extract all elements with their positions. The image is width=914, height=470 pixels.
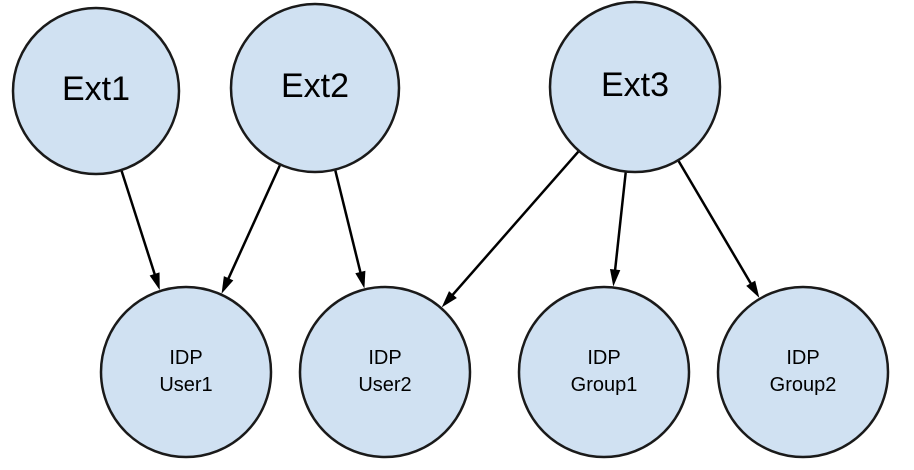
edge-ext3-idp-group1-arrowhead-icon [609,269,621,287]
node-ext3[interactable]: Ext3 [548,0,722,174]
edge-ext3-idp-user2-line [450,150,580,298]
node-ext1[interactable]: Ext1 [11,6,181,176]
node-idp-group2-label-line2: Group2 [770,374,837,396]
edge-ext3-idp-group2-arrowhead-icon [746,280,760,298]
node-ext3-label-line1: Ext3 [601,66,669,104]
node-ext2[interactable]: Ext2 [229,2,401,174]
node-ext2-shape[interactable] [229,2,401,174]
node-ext1-label-line1: Ext1 [62,70,130,108]
edge-ext3-idp-group1-line [613,172,627,273]
node-idp-user1-label-line2: User1 [159,374,212,396]
node-ext1-shape[interactable] [11,6,181,176]
edge-ext3-idp-user2-arrowhead-icon [441,291,457,308]
node-idp-group2-shape[interactable] [716,285,890,459]
edge-ext2-idp-user2 [334,170,366,289]
edge-ext2-idp-user2-line [334,170,363,276]
edge-ext3-idp-group2 [677,160,760,298]
node-idp-group2[interactable]: IDP Group2 [716,285,890,459]
node-idp-user1-shape[interactable] [99,285,273,459]
node-idp-group2-label-line1: IDP [786,347,819,369]
edge-ext1-idp-user1 [120,170,160,291]
edge-ext3-idp-user2 [441,150,580,308]
node-idp-group1-label-line1: IDP [587,347,620,369]
node-idp-group1-shape[interactable] [517,285,691,459]
node-idp-user2-shape[interactable] [298,285,472,459]
edge-ext2-idp-user1 [221,164,281,294]
node-idp-user2-label-line2: User2 [358,374,411,396]
edge-ext1-idp-user1-line [120,170,157,278]
node-idp-group1[interactable]: IDP Group1 [517,285,691,459]
edge-ext2-idp-user1-line [226,164,281,282]
node-idp-group1-label-line2: Group1 [571,374,638,396]
node-ext2-label-line1: Ext2 [281,67,349,105]
node-idp-user2[interactable]: IDP User2 [298,285,472,459]
node-idp-user1-label-line1: IDP [169,347,202,369]
edge-ext3-idp-group1 [609,172,627,287]
edges-layer [120,150,760,308]
node-idp-user2-label-line1: IDP [368,347,401,369]
edge-ext2-idp-user2-arrowhead-icon [355,270,366,289]
node-idp-user1[interactable]: IDP User1 [99,285,273,459]
node-ext3-shape[interactable] [548,0,722,174]
edge-ext1-idp-user1-arrowhead-icon [149,272,160,291]
edge-ext2-idp-user1-arrowhead-icon [221,276,234,294]
edge-ext3-idp-group2-line [677,160,754,287]
